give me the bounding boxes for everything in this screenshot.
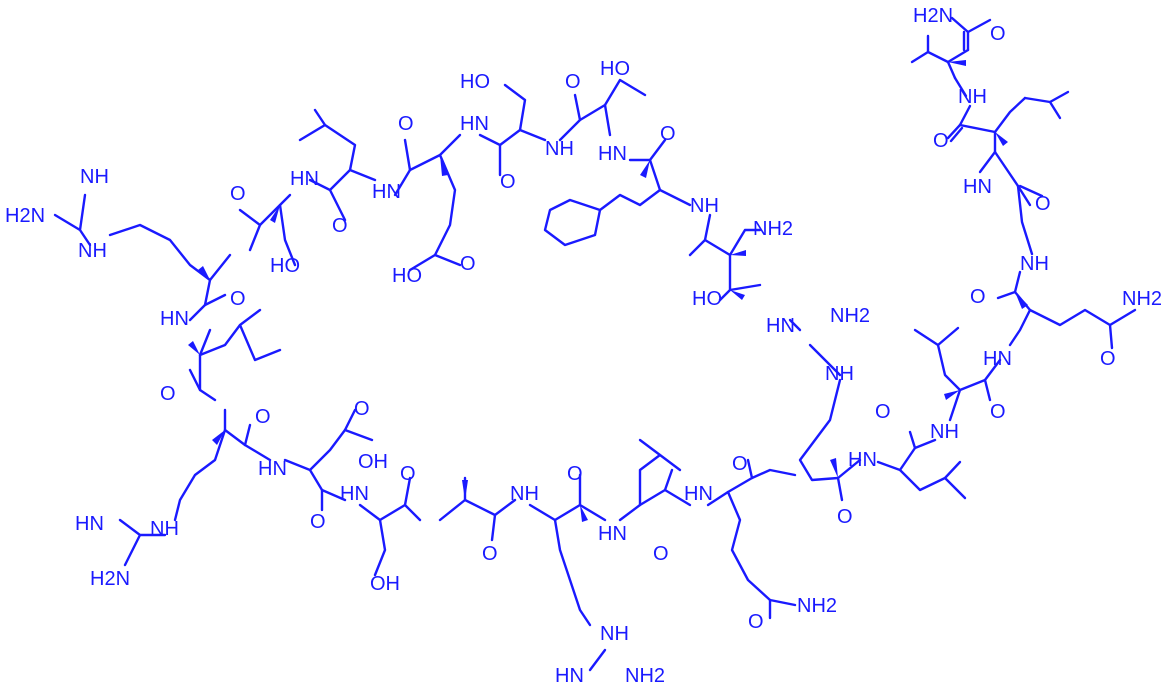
atom-label: HN xyxy=(555,665,584,687)
bond-skeleton xyxy=(53,16,1137,672)
atom-label: O xyxy=(230,288,246,310)
atom-label: O xyxy=(354,398,370,420)
atom-label: O xyxy=(400,463,416,485)
atom-label: NH xyxy=(600,623,629,645)
atom-label: NH xyxy=(545,138,574,160)
atom-label: O xyxy=(565,71,581,93)
atom-label: HN xyxy=(340,483,369,505)
atom-label: HO xyxy=(460,71,490,93)
atom-label: O xyxy=(1035,193,1051,215)
atom-label: HO xyxy=(692,288,722,310)
atom-label: HO xyxy=(392,265,422,287)
atom-label: NH xyxy=(78,240,107,262)
atom-label: OH xyxy=(370,573,400,595)
atom-label: H2N xyxy=(913,5,953,27)
atom-label: O xyxy=(500,171,516,193)
atom-label: NH xyxy=(930,421,959,443)
atom-label: HN xyxy=(160,308,189,330)
atom-label: HO xyxy=(270,255,300,277)
atom-label: O xyxy=(482,543,498,565)
atom-label: NH xyxy=(510,483,539,505)
atom-label: O xyxy=(970,286,986,308)
atom-label: HN xyxy=(598,523,627,545)
atom-label: HN xyxy=(684,483,713,505)
atom-label: HN xyxy=(963,176,992,198)
atom-label: O xyxy=(732,453,748,475)
atom-label: O xyxy=(567,463,583,485)
atom-label: HN xyxy=(983,348,1012,370)
atom-label: NH xyxy=(825,363,854,385)
atom-label: HN xyxy=(258,458,287,480)
atom-label: OH xyxy=(358,451,388,473)
atom-label: O xyxy=(310,511,326,533)
atom-label: NH xyxy=(80,166,109,188)
atom-label: O xyxy=(748,611,764,633)
atom-label: O xyxy=(1100,348,1116,370)
atom-label: H2N xyxy=(5,205,45,227)
atom-label: O xyxy=(990,23,1006,45)
atom-label: HN xyxy=(848,449,877,471)
atom-label: HO xyxy=(600,58,630,80)
atom-label: O xyxy=(160,383,176,405)
atom-label: NH xyxy=(958,86,987,108)
atom-label: NH xyxy=(1020,253,1049,275)
atom-label: NH xyxy=(690,195,719,217)
stereo-wedges xyxy=(188,60,1028,522)
atom-label: O xyxy=(398,113,414,135)
atom-label: NH2 xyxy=(753,218,793,240)
atom-label: O xyxy=(460,253,476,275)
atom-label: O xyxy=(990,401,1006,423)
atom-label: O xyxy=(933,130,949,152)
atom-label: O xyxy=(875,401,891,423)
atom-label: NH2 xyxy=(797,595,837,617)
atom-label: O xyxy=(230,183,246,205)
atom-label: HN xyxy=(290,168,319,190)
atom-label: HN xyxy=(766,315,795,337)
atom-label: O xyxy=(660,123,676,145)
atom-label: HN xyxy=(460,113,489,135)
atom-label: H2N xyxy=(90,568,130,590)
atom-labels: H2N O NH O HN O NH O NH2 O HN O NH O HN … xyxy=(5,5,1162,687)
atom-label: O xyxy=(653,543,669,565)
atom-label: HN xyxy=(75,513,104,535)
atom-label: NH xyxy=(150,518,179,540)
atom-label: NH2 xyxy=(830,305,870,327)
atom-label: HN xyxy=(372,181,401,203)
atom-label: O xyxy=(837,506,853,528)
atom-label: O xyxy=(255,406,271,428)
atom-label: O xyxy=(332,215,348,237)
atom-label: NH2 xyxy=(1122,288,1162,310)
atom-label: HN xyxy=(598,143,627,165)
atom-label: NH2 xyxy=(625,665,665,687)
